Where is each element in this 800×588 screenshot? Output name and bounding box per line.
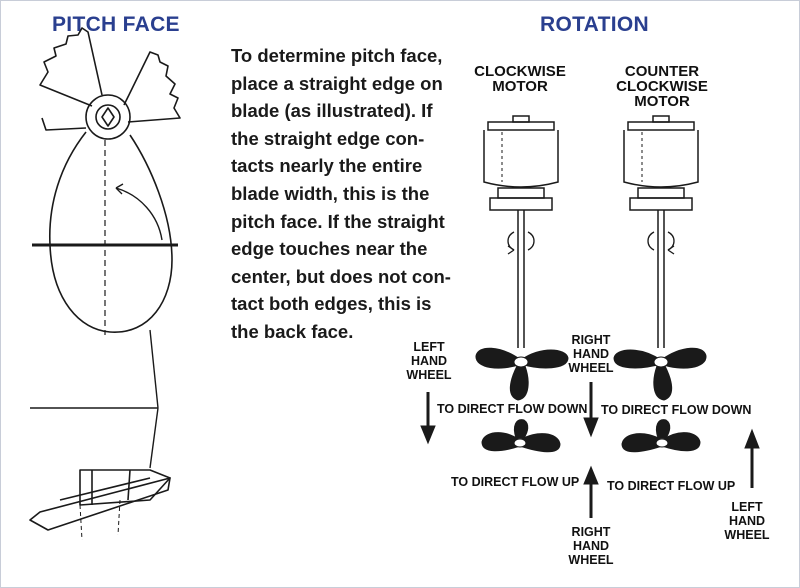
description-line: the straight edge con- xyxy=(231,127,425,149)
description-line: blade (as illustrated). If xyxy=(231,100,433,122)
left-hand-wheel-top-label: LEFT HAND WHEEL xyxy=(406,340,452,382)
description-line: blade width, this is the xyxy=(231,182,430,204)
right-hand-wheel-top-label: RIGHT HAND WHEEL xyxy=(568,333,614,375)
description-line: To determine pitch face, xyxy=(231,45,443,66)
bottom-right-propeller xyxy=(621,419,701,453)
pitch-face-title: PITCH FACE xyxy=(52,13,180,36)
propeller-blade-drawing xyxy=(29,27,181,541)
left-hand-wheel-bottom-label: LEFT HAND WHEEL xyxy=(724,500,770,542)
bottom-left-propeller xyxy=(481,419,561,453)
counter-clockwise-motor-label: COUNTER CLOCKWISE MOTOR xyxy=(616,63,708,110)
description-line: center, but does not con- xyxy=(231,265,451,287)
rotation-title: ROTATION xyxy=(540,13,649,36)
counter-clockwise-motor-drawing xyxy=(623,115,699,348)
flow-down-label-right: TO DIRECT FLOW DOWN xyxy=(601,403,752,417)
flow-up-label-left: TO DIRECT FLOW UP xyxy=(451,475,580,489)
description-line: pitch face. If the straight xyxy=(231,210,445,232)
clockwise-motor-drawing xyxy=(483,115,559,348)
description-line: edge touches near the xyxy=(231,238,428,260)
description-line: the back face. xyxy=(231,320,354,342)
flow-up-label-right: TO DIRECT FLOW UP xyxy=(607,479,736,493)
clockwise-motor-label: CLOCKWISE MOTOR xyxy=(474,63,566,95)
right-hand-wheel-bottom-label: RIGHT HAND WHEEL xyxy=(568,525,614,567)
top-left-propeller xyxy=(475,347,569,401)
top-right-propeller xyxy=(613,347,707,401)
description-line: tacts nearly the entire xyxy=(231,155,423,177)
description-line: place a straight edge on xyxy=(231,72,443,94)
flow-arrows xyxy=(420,382,760,518)
description-line: tact both edges, this is xyxy=(231,293,432,315)
flow-down-label-left: TO DIRECT FLOW DOWN xyxy=(437,402,588,416)
pitch-face-description: To determine pitch face, place a straigh… xyxy=(231,42,451,346)
